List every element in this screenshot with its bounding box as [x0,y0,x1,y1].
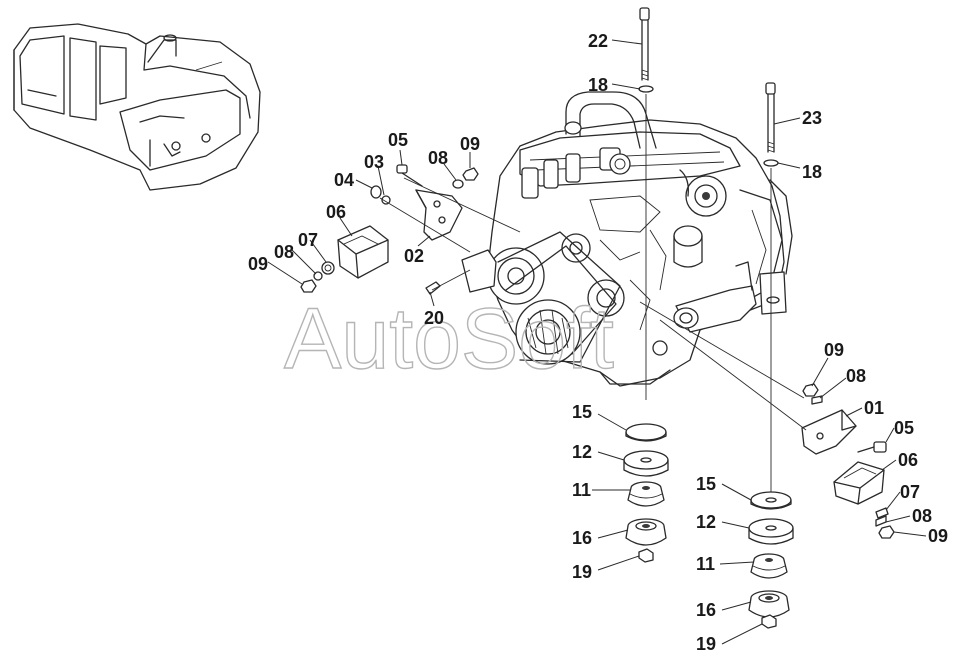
callout-11: 11 [696,554,715,574]
washer-18-right [763,159,779,167]
callout-08: 08 [274,242,294,262]
excavator-cab-locator-icon [13,23,261,191]
callout-09: 09 [248,254,268,274]
callout-09: 09 [824,340,844,360]
right-mount-stack [748,491,794,629]
watermark-text: AutoSoft [284,291,614,387]
callout-18: 18 [802,162,822,182]
bolt-23 [765,82,776,153]
callout-15: 15 [572,402,592,422]
engine-block [461,91,793,387]
callout-15: 15 [696,474,716,494]
callout-05: 05 [894,418,914,438]
washer-18-left [638,85,654,93]
callout-08: 08 [912,506,932,526]
left-mount-stack [623,423,669,563]
callout-16: 16 [696,600,716,620]
callout-22: 22 [588,31,608,51]
callout-01: 01 [864,398,884,418]
callout-23: 23 [802,108,822,128]
callout-08: 08 [846,366,866,386]
right-mount-parts [639,301,895,539]
callout-05: 05 [388,130,408,150]
bolt-22 [639,7,650,81]
callout-09: 09 [928,526,948,546]
callout-04: 04 [334,170,354,190]
callout-03: 03 [364,152,384,172]
callout-09: 09 [460,134,480,154]
turbocharger [673,169,727,268]
callout-16: 16 [572,528,592,548]
callout-12: 12 [696,512,716,532]
callout-02: 02 [404,246,424,266]
callout-06: 06 [898,450,918,470]
injector-row [521,147,631,199]
callout-12: 12 [572,442,592,462]
callout-07: 07 [900,482,920,502]
starter-motor [673,261,757,333]
callout-06: 06 [326,202,346,222]
callout-07: 07 [298,230,318,250]
callout-labels: 22 18 23 18 05 09 03 08 04 06 02 09 08 0… [248,31,948,654]
callout-18: 18 [588,75,608,95]
leader-lines [267,39,927,645]
callout-11: 11 [572,480,591,500]
callout-19: 19 [696,634,716,654]
callout-20: 20 [424,308,444,328]
callout-08: 08 [428,148,448,168]
front-pulleys [487,231,625,365]
left-mount-parts [300,164,521,295]
callout-19: 19 [572,562,592,582]
